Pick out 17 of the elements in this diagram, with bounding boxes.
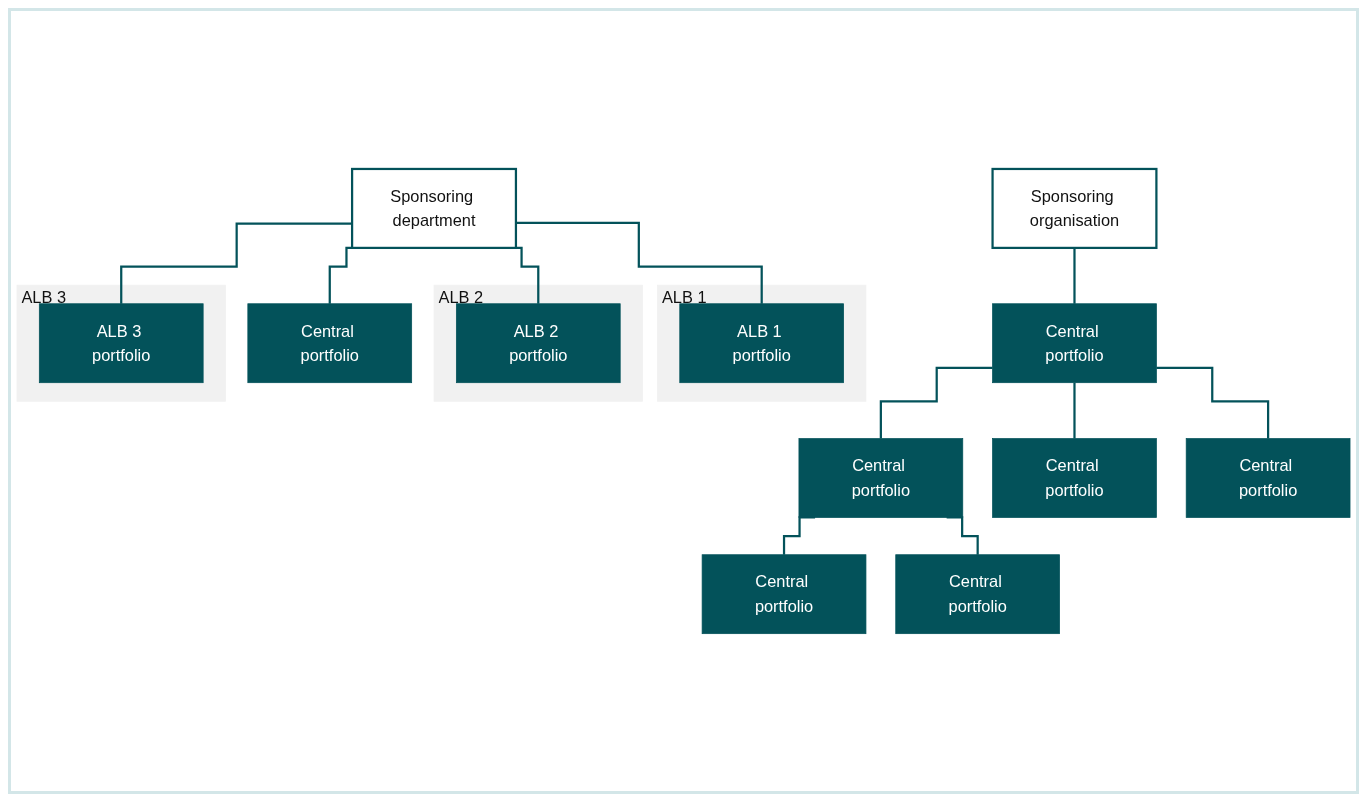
node-box: ALB 2 portfolio [456, 303, 621, 383]
connector [515, 221, 763, 305]
node-box: Central portfolio [992, 437, 1157, 518]
node-box: Sponsoring organisation [991, 167, 1158, 249]
node-box: Sponsoring department [351, 167, 518, 249]
node-box: Central portfolio [247, 303, 413, 383]
connector [1156, 366, 1270, 440]
node-box: Central portfolio [701, 554, 867, 634]
node-box: Central portfolio [798, 437, 964, 518]
connector [1073, 381, 1076, 440]
node-box: ALB 1 portfolio [679, 303, 844, 383]
node-box: ALB 3 portfolio [38, 303, 204, 383]
node-box: Central portfolio [992, 303, 1157, 383]
connector [120, 222, 353, 305]
node-box: Central portfolio [895, 554, 1060, 634]
connector [879, 366, 993, 440]
node-box: Central portfolio [1185, 437, 1351, 518]
